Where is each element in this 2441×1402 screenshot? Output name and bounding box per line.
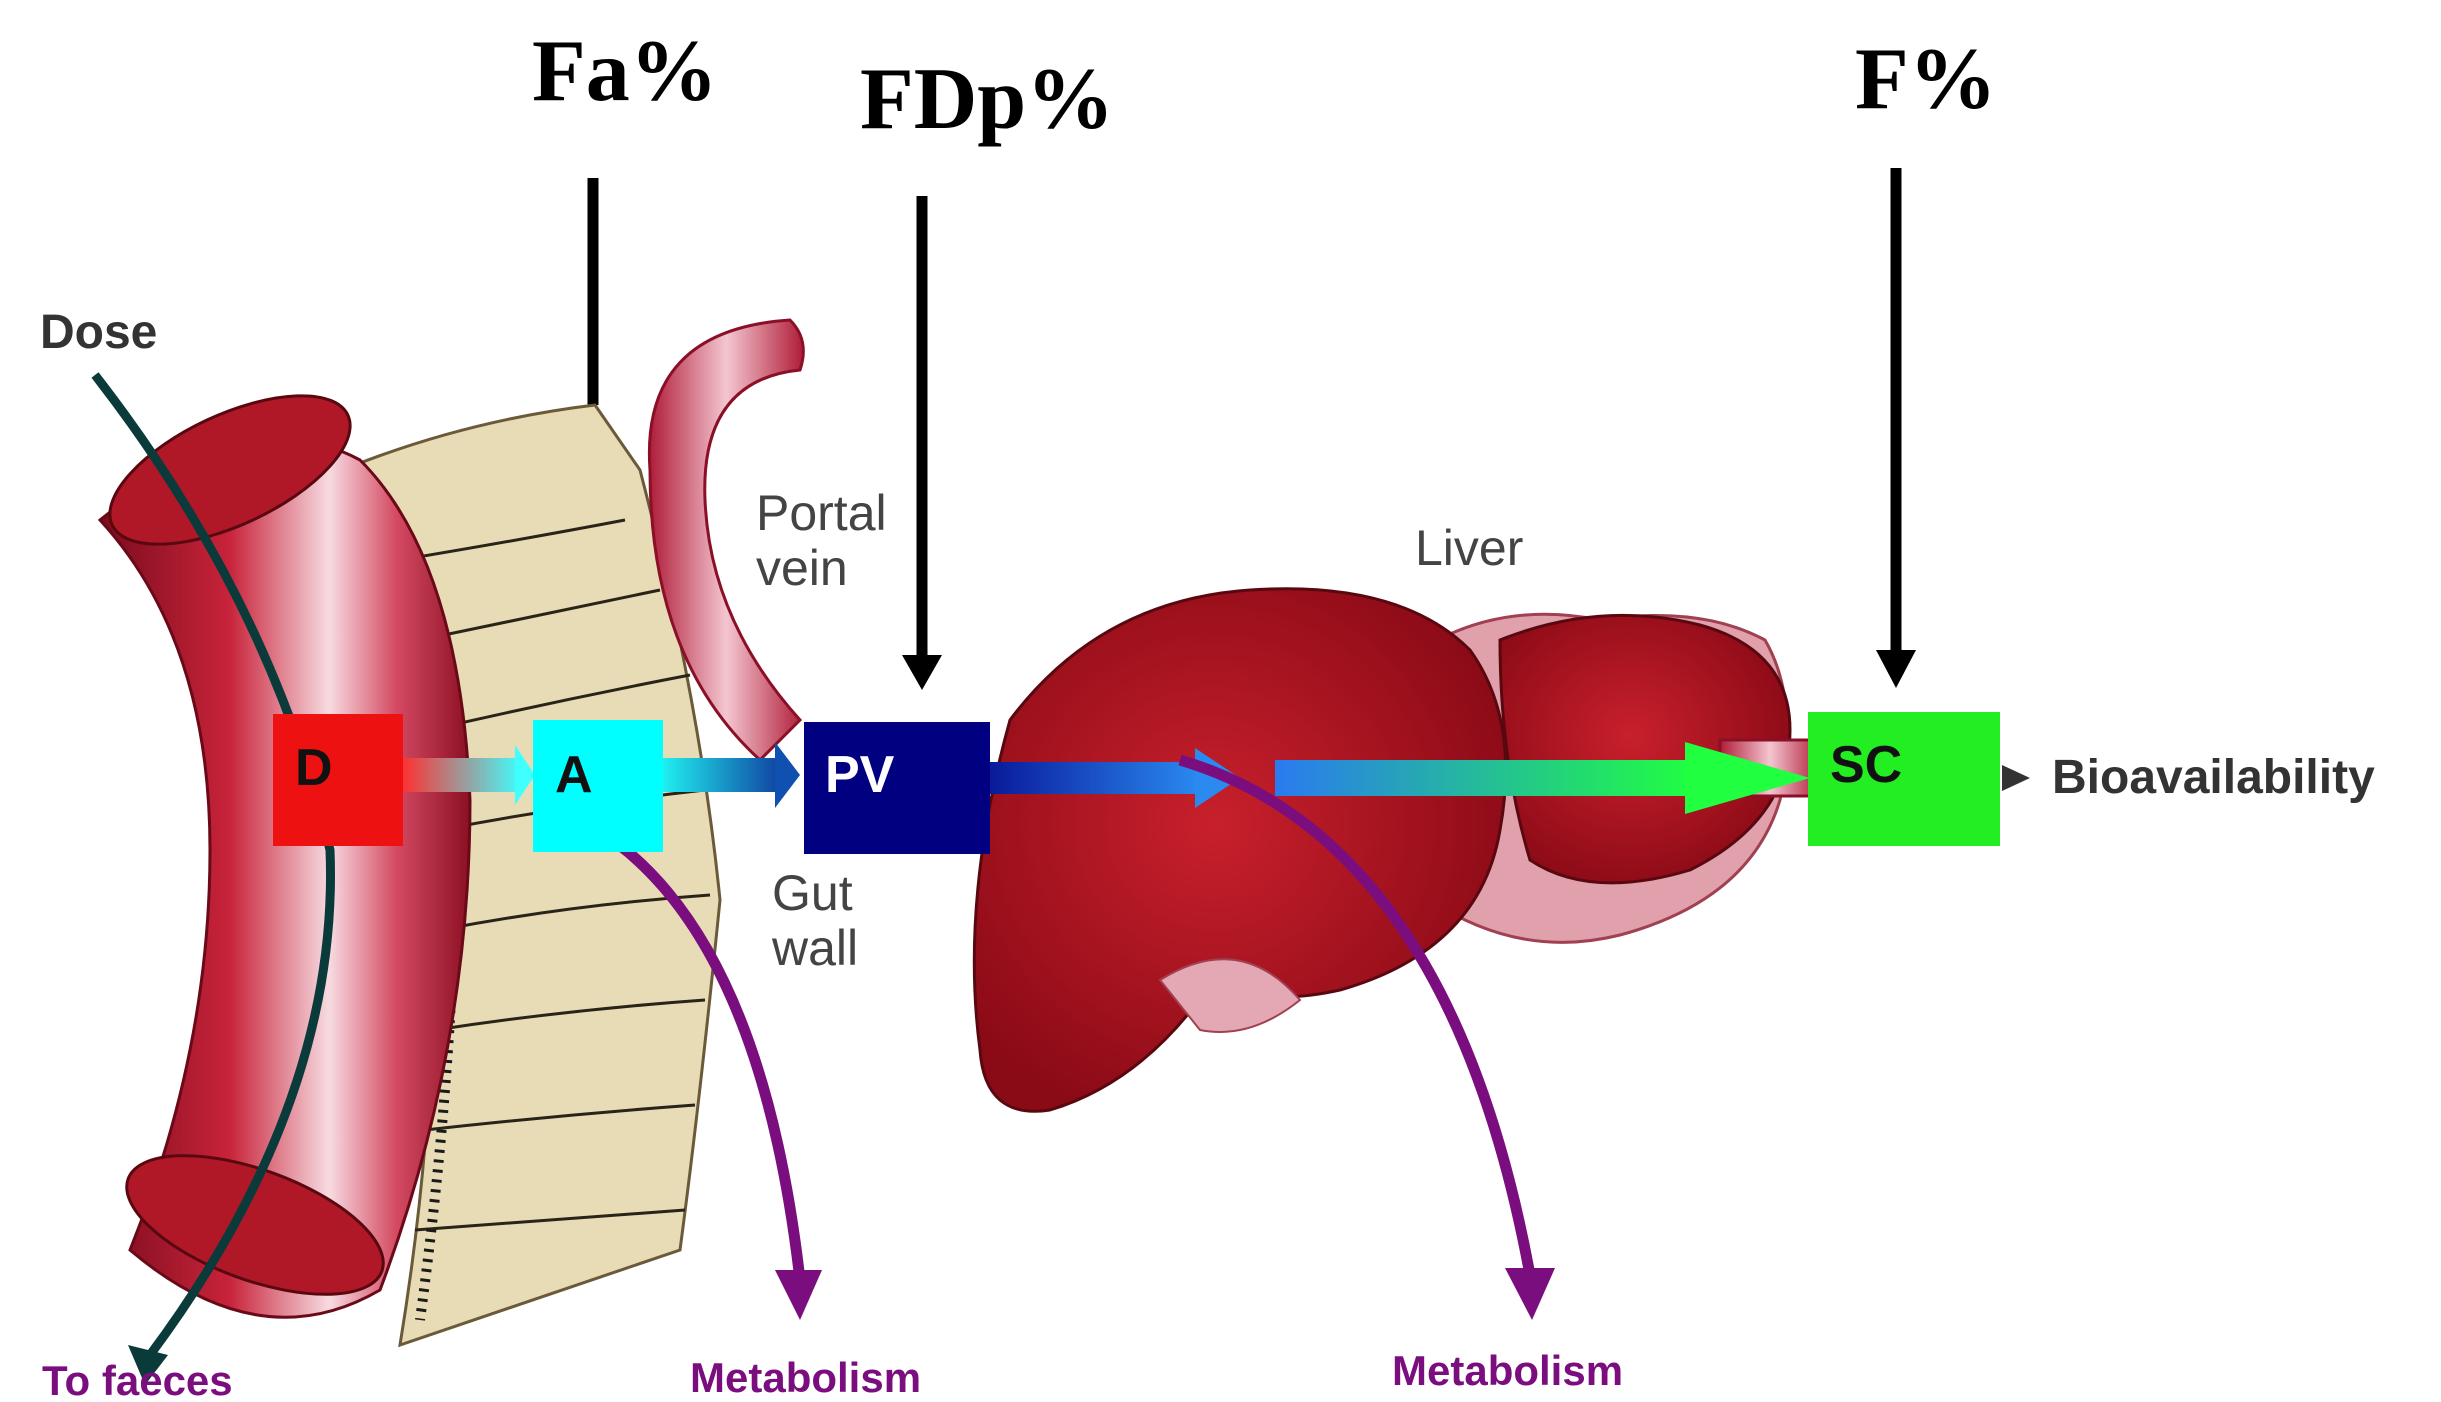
liver-metabolism-label: Metabolism bbox=[1392, 1347, 1623, 1394]
gut-metabolism-arrowhead bbox=[775, 1270, 822, 1320]
box-d-label: D bbox=[295, 739, 333, 797]
header-fa: Fa% bbox=[532, 23, 718, 120]
box-d bbox=[273, 714, 403, 846]
portal-vein-label-line2: vein bbox=[756, 540, 848, 596]
to-faeces-label: To faeces bbox=[42, 1357, 233, 1402]
box-pv-label: PV bbox=[825, 746, 895, 804]
box-a-label: A bbox=[555, 746, 593, 804]
arrow-pv-to-liver bbox=[990, 762, 1200, 794]
header-f: F% bbox=[1855, 31, 1997, 128]
header-fdp: FDp% bbox=[860, 51, 1114, 148]
arrow-a-to-pv-head bbox=[775, 742, 800, 808]
gut-metabolism-label: Metabolism bbox=[690, 1354, 921, 1401]
arrow-liver-to-sc bbox=[1275, 760, 1695, 796]
liver bbox=[974, 589, 1790, 1112]
arrow-d-to-a bbox=[402, 758, 522, 792]
fdp-arrowhead bbox=[902, 655, 942, 690]
gut-wall-label-line1: Gut bbox=[772, 865, 853, 921]
liver-label: Liver bbox=[1415, 520, 1523, 576]
arrow-a-to-pv bbox=[662, 758, 782, 792]
box-sc-label: SC bbox=[1830, 736, 1902, 794]
bioavailability-label: Bioavailability bbox=[2052, 751, 2375, 804]
box-a bbox=[533, 720, 663, 852]
dose-label: Dose bbox=[40, 306, 157, 359]
f-arrowhead bbox=[1876, 650, 1916, 688]
bioavailability-arrowhead bbox=[2002, 765, 2030, 791]
gut-wall-label-line2: wall bbox=[771, 920, 858, 976]
portal-vein-label-line1: Portal bbox=[756, 485, 887, 541]
liver-metabolism-arrowhead bbox=[1505, 1268, 1555, 1320]
